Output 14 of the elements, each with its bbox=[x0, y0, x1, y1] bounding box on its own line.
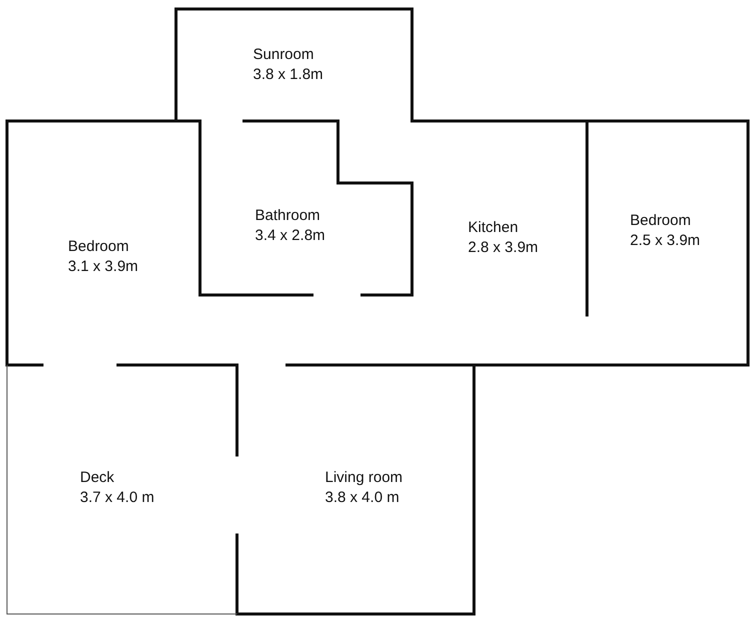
room-name: Bathroom bbox=[255, 206, 320, 226]
room-name: Living room bbox=[325, 468, 403, 488]
room-name: Deck bbox=[80, 468, 114, 488]
room-dimensions: 3.4 x 2.8m bbox=[255, 226, 326, 246]
room-dimensions: 2.5 x 3.9m bbox=[630, 231, 700, 251]
room-dimensions: 3.8 x 1.8m bbox=[253, 65, 324, 85]
room-name: Bedroom bbox=[630, 211, 691, 231]
room-name: Bedroom bbox=[68, 237, 129, 257]
room-dimensions: 3.8 x 4.0 m bbox=[325, 488, 400, 508]
room-dimensions: 2.8 x 3.9m bbox=[468, 238, 538, 258]
room-dimensions: 3.7 x 4.0 m bbox=[80, 488, 154, 508]
room-name: Kitchen bbox=[468, 218, 518, 238]
room-name: Sunroom bbox=[253, 45, 314, 65]
room-dimensions: 3.1 x 3.9m bbox=[68, 257, 138, 277]
